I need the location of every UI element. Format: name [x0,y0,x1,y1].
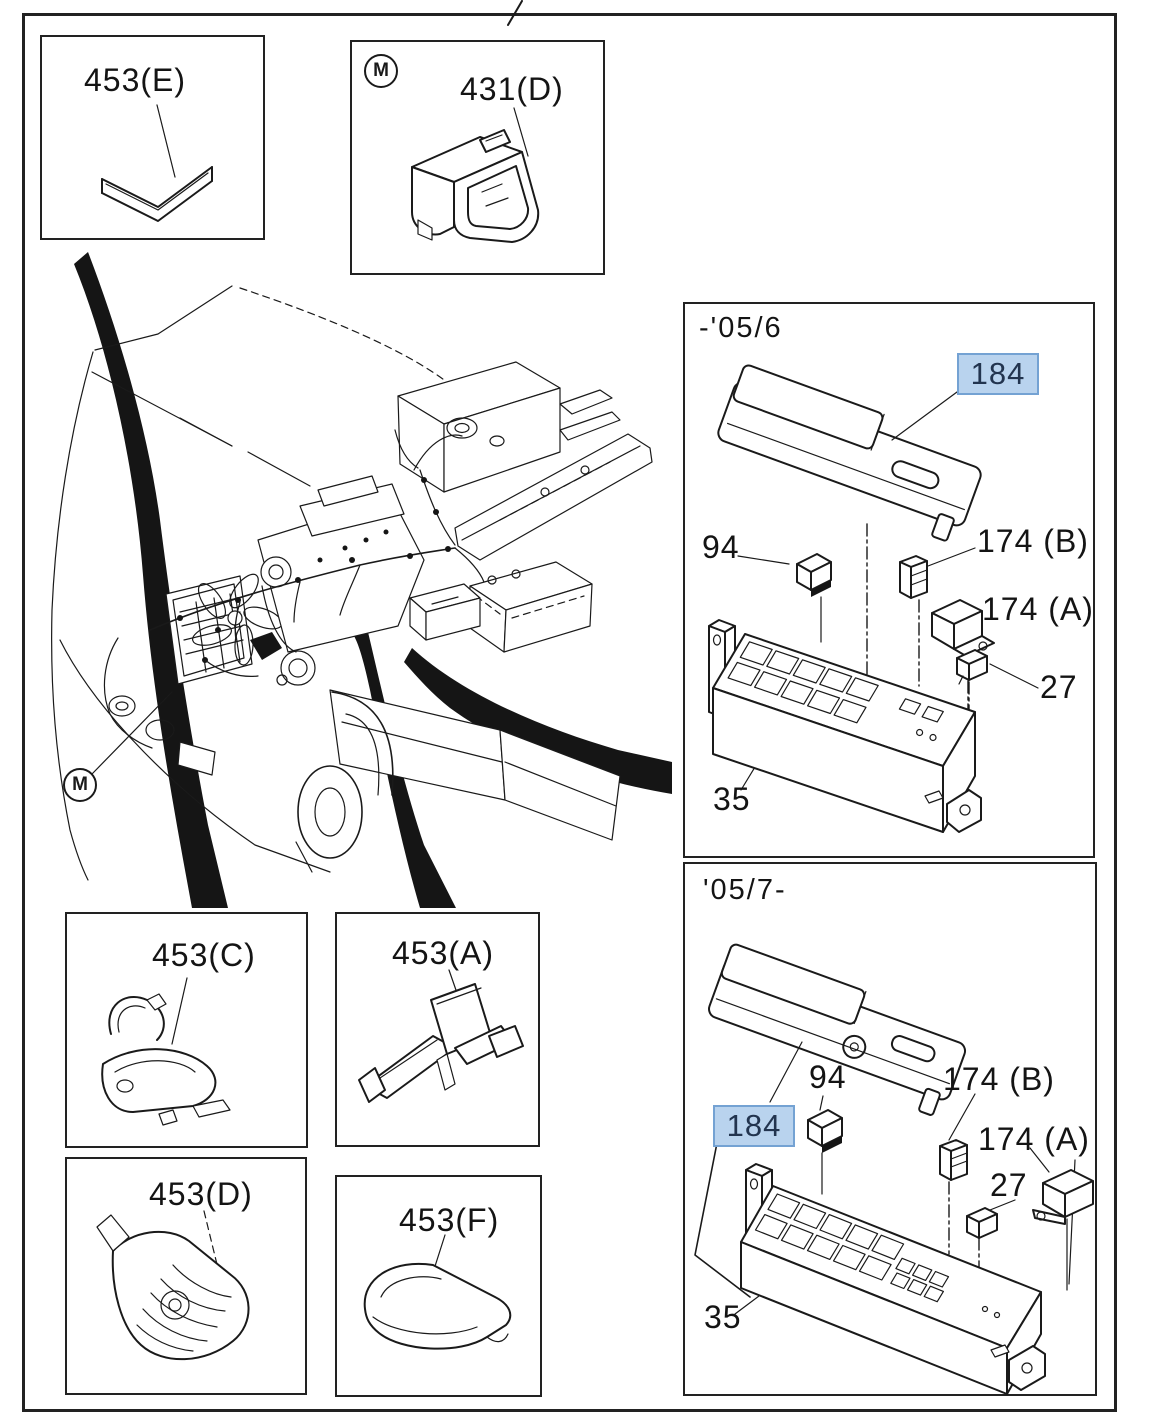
part-label-94: 94 [809,1059,847,1095]
inset-453C: 453(C) [65,912,308,1148]
inset-marker-m: M [364,54,398,88]
drawing-431D-connector [411,107,540,243]
part-label-27: 27 [1040,669,1078,705]
part-label-174B: 174 (B) [943,1061,1055,1097]
sweep-arrow-right [404,648,672,794]
part-label-453A: 453(A) [392,935,495,971]
part-label-35: 35 [713,781,751,817]
panel-header-after-0507: '05/7- [703,874,787,906]
part-label-174A: 174 (A) [982,591,1094,627]
sweep-arrow-left [74,252,228,908]
part-label-453D: 453(D) [149,1176,253,1212]
main-marker-m: M [63,768,97,802]
part-label-453E: 453(E) [84,62,187,98]
inset-453A: 453(A) [335,912,540,1147]
drawing-453D-clamp [96,1210,250,1361]
inset-453F: 453(F) [335,1175,542,1397]
sweep-arrow-middle [354,632,456,908]
drawing-0506-assembly [708,364,1039,833]
part-label-431D: 431(D) [460,71,564,107]
diagram-border [22,13,1117,1412]
inset-431D: M 431(D) [350,40,605,275]
part-label-27: 27 [990,1167,1028,1203]
drawing-453E-trim [101,104,213,222]
part-label-453C: 453(C) [152,937,256,973]
inset-453D: 453(D) [65,1157,307,1395]
part-link-184-highlighted[interactable]: 184 [713,1105,795,1147]
main-marker-m-label: M [72,774,88,795]
part-label-94: 94 [702,529,740,565]
part-label-453F: 453(F) [399,1202,500,1238]
panel-header-before-0506: -'05/6 [699,312,783,344]
drawing-453C-bracket [101,977,231,1126]
part-label-35: 35 [704,1299,742,1335]
top-tick-mark [507,0,523,26]
drawing-453F-cover [363,1234,512,1350]
panel-before-0506: -'05/6 [683,302,1095,858]
inset-453E: 453(E) [40,35,265,240]
part-label-174B: 174 (B) [977,523,1089,559]
inset-marker-m-label: M [373,60,389,81]
panel-after-0507: '05/7- [683,862,1097,1396]
drawing-0507-assembly [694,943,1094,1395]
drawing-453A-bracket [358,969,524,1103]
part-link-184-highlighted[interactable]: 184 [957,353,1039,395]
part-label-174A: 174 (A) [978,1121,1090,1157]
